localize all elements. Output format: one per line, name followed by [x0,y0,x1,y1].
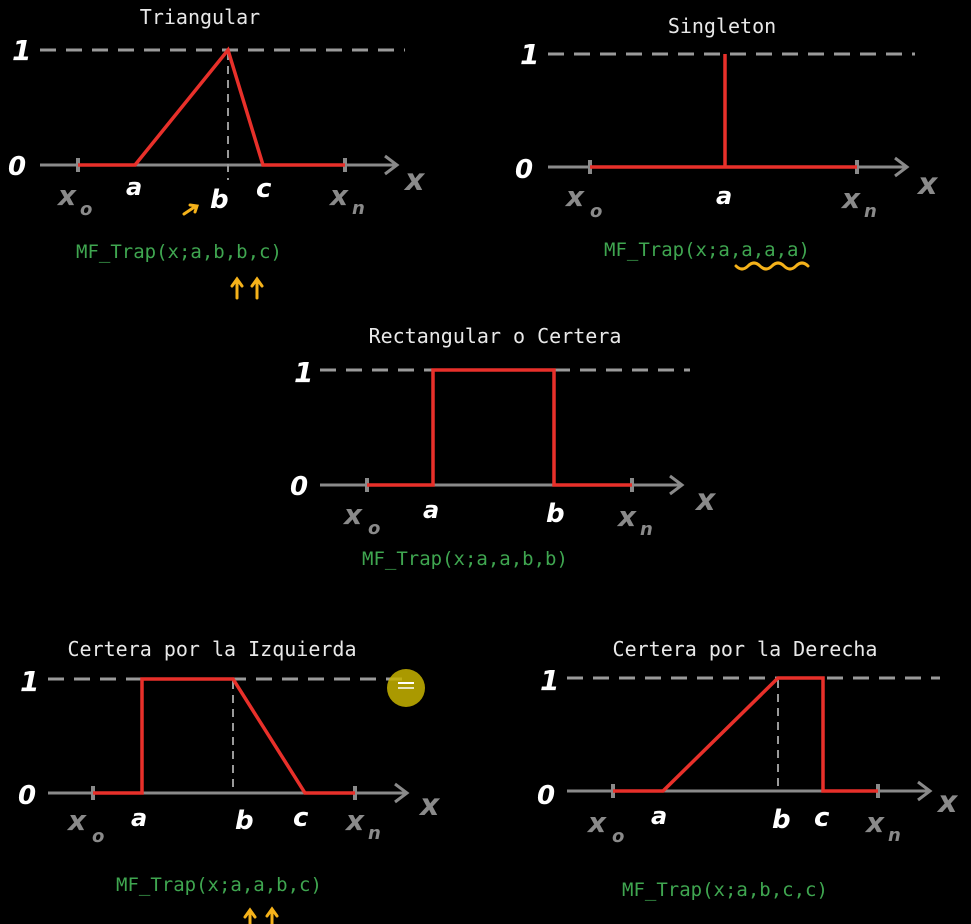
x0-label: x [66,804,87,837]
x-axis-arrowhead [394,782,410,804]
x-axis-label: x [916,167,939,202]
xn-label: x [328,179,349,212]
x0-subscript: o [590,201,602,222]
formula-text: MF_Trap(x;a,b,c,c) [622,879,828,901]
membership-function-line [590,54,857,169]
panel-left-shoulder: Certera por la Izquierda 1 0 x o a b c x… [18,637,441,924]
y-label-one: 1 [12,34,31,67]
xn-subscript: n [888,825,901,846]
y-label-zero: 0 [515,155,533,185]
xn-label: x [616,500,637,533]
x-axis-label: x [418,788,441,823]
xn-label: x [840,182,861,215]
label-a: a [716,182,732,210]
x-axis-arrowhead [894,156,910,178]
xn-subscript: n [640,519,653,540]
annotation-arrow-icon [182,203,199,216]
label-a: a [651,802,667,830]
panel-rectangular: Rectangular o Certera 1 0 x o a b x n x … [290,324,717,570]
y-label-zero: 0 [8,152,26,182]
formula-text: MF_Trap(x;a,a,b,b) [362,548,568,570]
y-label-one: 1 [520,38,539,71]
x-axis-label: x [694,483,717,518]
label-a: a [126,173,142,201]
y-label-one: 1 [20,665,39,698]
formula-text: MF_Trap(x;a,a,b,c) [116,874,322,896]
membership-function-line [367,368,632,487]
annotation-up-arrows-icon [243,906,279,924]
label-b: b [546,499,565,529]
xn-subscript: n [864,201,877,222]
y-label-one: 1 [540,664,559,697]
formula-text: MF_Trap(x;a,a,a,a) [604,239,810,261]
x0-label: x [586,806,607,839]
annotation-underline-icon [734,261,810,271]
label-b: b [210,185,229,215]
formula-text: MF_Trap(x;a,b,b,c) [76,241,282,263]
panel-right-shoulder: Certera por la Derecha 1 0 x o a b c x n… [537,637,959,901]
panel-triangular: Triangular 1 0 x o a b c x n x MF_Trap(x… [8,5,426,300]
panel-singleton: Singleton 1 0 x o a x n x MF_Trap(x;a,a,… [515,14,939,271]
panel-title: Certera por la Derecha [613,637,878,661]
label-a: a [131,804,147,832]
membership-function-line [613,676,878,793]
x-axis-arrowhead [669,474,685,496]
label-c: c [293,803,309,833]
label-b: b [772,805,791,835]
label-b: b [235,806,254,836]
panel-title: Singleton [668,14,776,38]
label-a: a [423,496,439,524]
xn-label: x [864,806,885,839]
panel-title: Rectangular o Certera [369,324,622,348]
panel-title: Certera por la Izquierda [68,637,357,661]
x0-subscript: o [92,826,104,847]
xn-label: x [344,804,365,837]
x0-label: x [342,498,363,531]
x-axis-arrowhead [917,780,933,802]
label-c: c [814,803,830,833]
y-label-one: 1 [294,356,313,389]
y-label-zero: 0 [290,472,308,502]
x0-label: x [56,179,77,212]
annotation-up-arrows-icon [230,276,264,300]
x0-subscript: o [612,826,624,847]
label-c: c [256,174,272,204]
x0-label: x [564,180,585,213]
x0-subscript: o [368,518,380,539]
xn-subscript: n [368,823,381,844]
y-label-zero: 0 [18,781,36,811]
x-axis-arrowhead [384,154,400,176]
x0-subscript: o [80,199,92,220]
cursor-highlight-icon [387,669,425,707]
membership-function-line [78,46,345,167]
y-label-zero: 0 [537,781,555,811]
panel-title: Triangular [140,5,260,29]
x-axis-label: x [936,785,959,820]
xn-subscript: n [352,198,365,219]
x-axis-label: x [403,163,426,198]
membership-function-line [93,677,355,795]
